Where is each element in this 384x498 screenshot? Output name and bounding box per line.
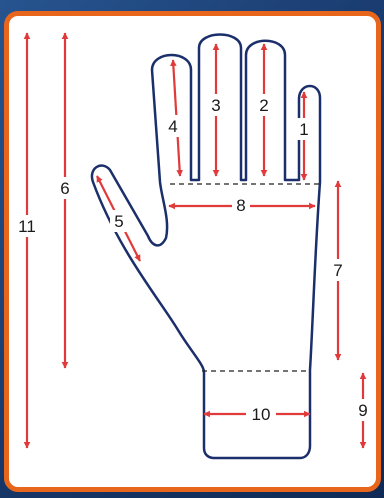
label-7: 7 [333,261,342,280]
label-4: 4 [168,117,177,136]
label-3: 3 [211,96,220,115]
label-9: 9 [358,401,367,420]
label-6: 6 [60,179,69,198]
hand-outline [92,35,320,459]
label-10: 10 [252,405,271,424]
label-11: 11 [18,217,36,236]
label-8: 8 [236,196,245,215]
label-2: 2 [259,96,268,115]
label-5: 5 [114,212,123,231]
label-1: 1 [299,120,308,139]
